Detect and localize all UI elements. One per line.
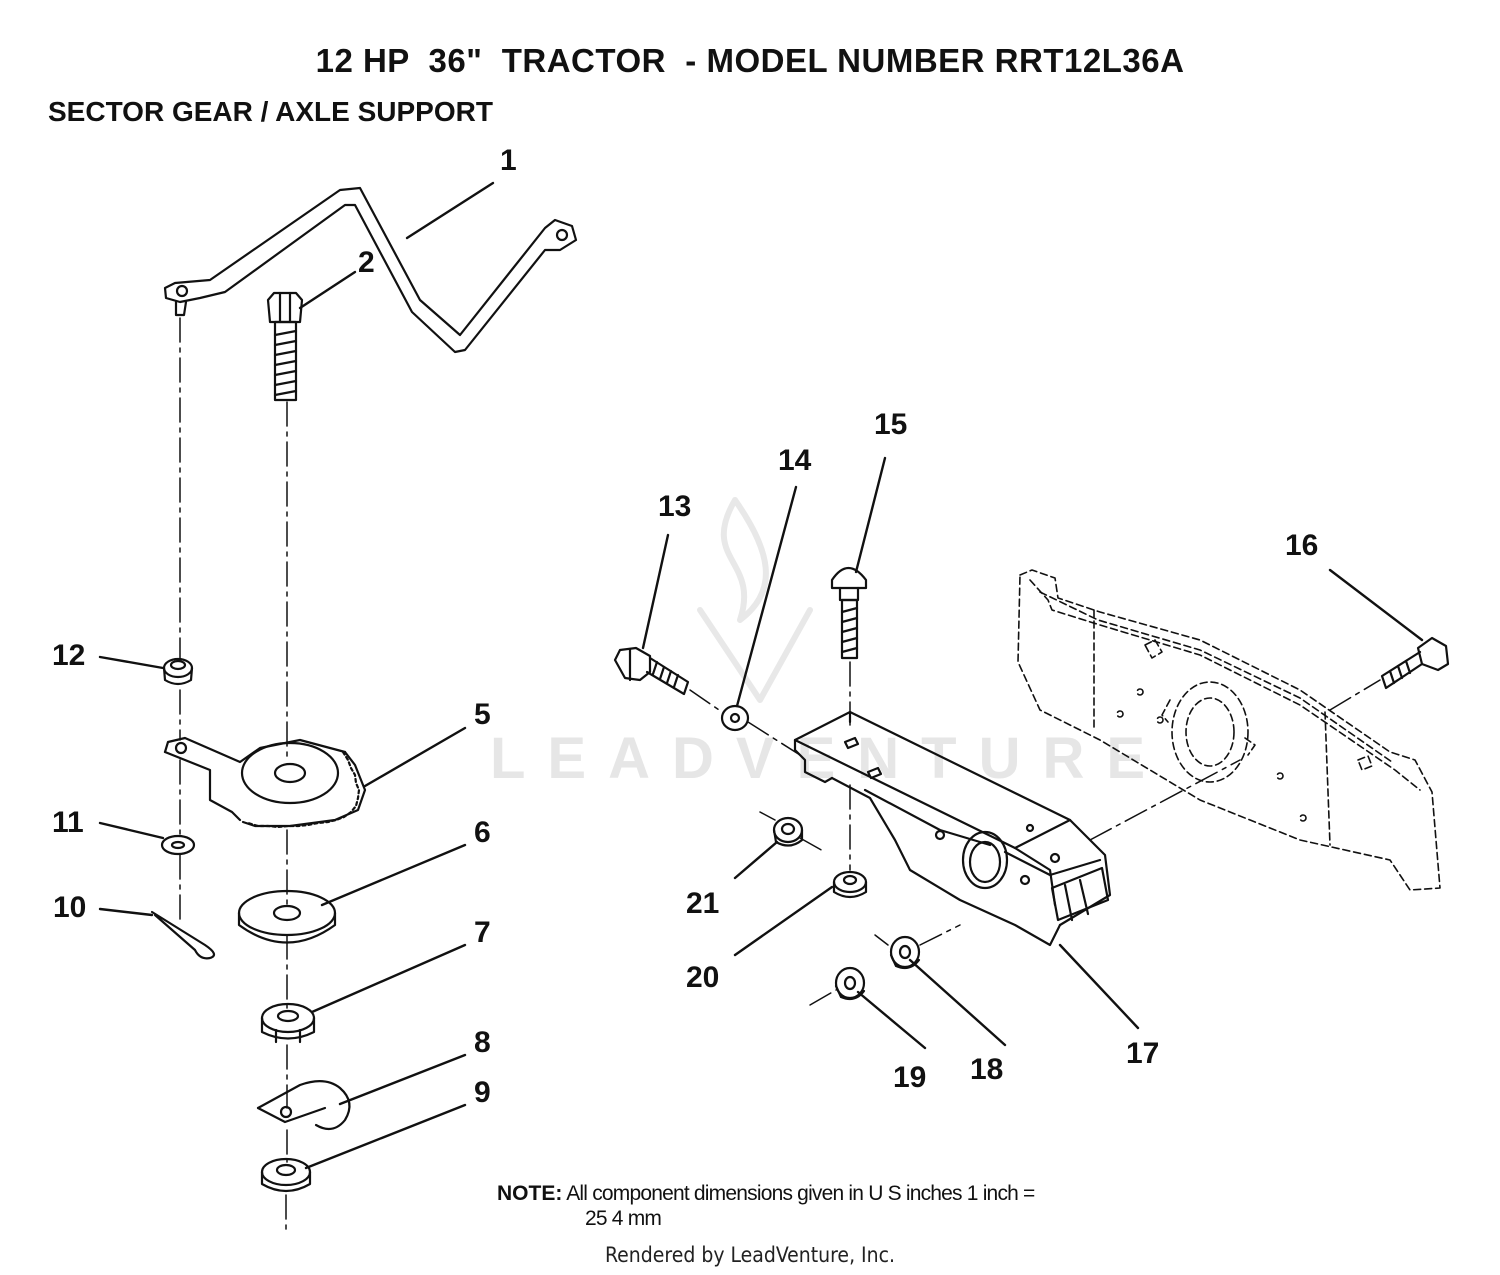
part-21-nut (772, 816, 804, 847)
part-2-bolt (266, 291, 304, 402)
callout-13: 13 (658, 490, 692, 523)
part-18-nut (889, 935, 921, 970)
part-17-axle-support (793, 710, 1112, 947)
callout-17: 17 (1126, 1037, 1160, 1070)
callout-10: 10 (53, 891, 87, 924)
part-12-nut (162, 657, 194, 686)
callout-18: 18 (970, 1053, 1004, 1086)
callout-16: 16 (1285, 529, 1319, 562)
part-20-nut (832, 870, 868, 899)
part-19-nut (834, 966, 866, 1001)
part-7-nut (260, 1002, 316, 1044)
callout-15: 15 (874, 408, 908, 441)
leader-lines (98, 181, 1424, 1170)
diagram-title: 12 HP 36" TRACTOR - MODEL NUMBER RRT12L3… (315, 42, 1185, 79)
part-5-sector-gear (163, 736, 367, 829)
watermark-logo (697, 497, 813, 703)
left-assembly-lines (179, 317, 288, 1231)
part-9-nut (260, 1157, 312, 1193)
callout-7: 7 (474, 916, 491, 949)
callout-5: 5 (474, 698, 491, 731)
part-10-cotter-pin (150, 910, 216, 960)
part-1-drag-link (163, 186, 578, 354)
callout-11: 11 (52, 806, 84, 839)
callout-20: 20 (686, 961, 720, 994)
callout-9: 9 (474, 1076, 491, 1109)
callout-21: 21 (686, 887, 720, 920)
callout-1: 1 (500, 144, 517, 177)
callout-19: 19 (893, 1061, 927, 1094)
callout-14: 14 (778, 444, 812, 477)
part-16-bolt (1380, 636, 1450, 690)
part-13-bolt (613, 646, 690, 696)
callout-12: 12 (52, 639, 86, 672)
part-15-carriage-bolt (830, 566, 868, 660)
part-14-washer (720, 704, 750, 732)
part-11-washer (160, 834, 196, 856)
callout-2: 2 (358, 246, 375, 279)
note-text-line1: All component dimensions given in U S in… (566, 1182, 1035, 1205)
leadventure-watermark: LEADVENTURE (490, 726, 1168, 791)
callout-8: 8 (474, 1026, 491, 1059)
callout-6: 6 (474, 816, 491, 849)
diagram-subtitle: SECTOR GEAR / AXLE SUPPORT (48, 96, 493, 127)
rendered-by-footer: Rendered by LeadVenture, Inc. (605, 1243, 895, 1267)
note-label: NOTE: (497, 1182, 563, 1205)
part-8-clip (256, 1080, 351, 1131)
right-assembly-lines (689, 661, 1381, 1006)
front-axle-phantom (1017, 569, 1441, 891)
note-text-line2: 25 4 mm (585, 1207, 662, 1230)
dimension-note: NOTE: All component dimensions given in … (497, 1182, 1035, 1206)
